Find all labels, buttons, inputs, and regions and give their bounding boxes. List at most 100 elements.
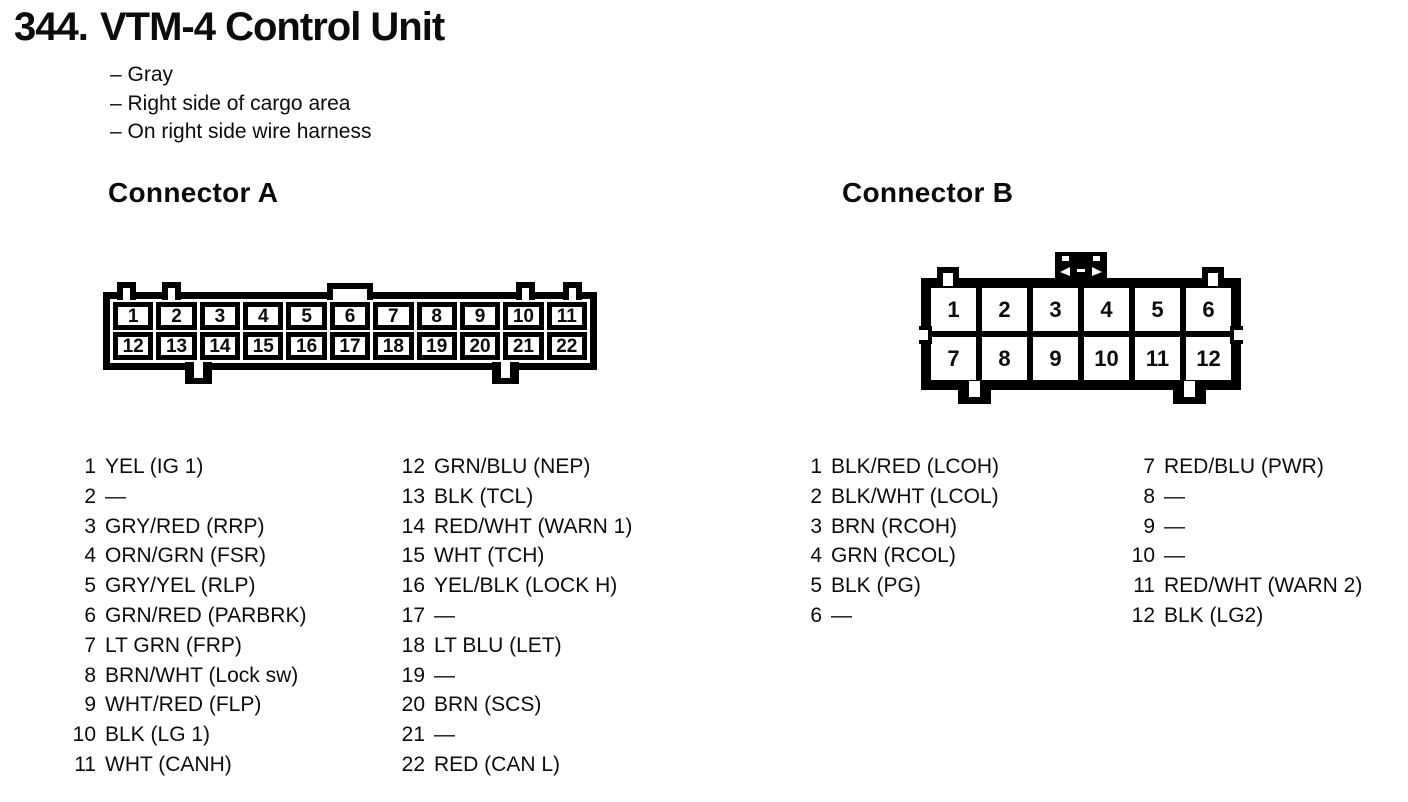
pin-cell: 7 <box>373 302 414 330</box>
pin-number: 7 <box>1143 455 1155 478</box>
pin-cell: 20 <box>459 332 501 360</box>
pin-number: 3 <box>810 514 822 538</box>
pin-cell: 12 <box>1183 334 1234 383</box>
pin-row: 21 — <box>369 720 632 750</box>
pin-number: 9 <box>84 693 96 717</box>
pin-number: 3 <box>84 514 96 538</box>
pin-number: 8 <box>1143 484 1155 508</box>
pin-cell: 16 <box>286 332 327 360</box>
page-title: VTM-4 Control Unit <box>100 5 445 49</box>
pin-label: GRN (RCOL) <box>831 544 956 568</box>
pin-label: RED/WHT (WARN 1) <box>434 514 633 538</box>
pin-number: 10 <box>1131 544 1155 568</box>
bottom-tab <box>185 362 212 384</box>
pin-row: 7 RED/BLU (PWR) <box>1099 452 1362 482</box>
pin-cell: 3 <box>1030 285 1081 334</box>
pin-label: BLK (PG) <box>831 574 921 598</box>
top-tab <box>117 282 136 300</box>
connector-b-diagram: 1 2 3 4 5 6 7 8 9 10 11 12 <box>919 251 1243 404</box>
pin-row: 6 GRN/RED (PARBRK) <box>40 601 306 631</box>
pin-label: — <box>434 723 455 747</box>
top-tab <box>1202 267 1224 286</box>
pin-number: 6 <box>84 603 96 627</box>
top-tab <box>162 282 181 300</box>
top-tab <box>937 267 959 286</box>
pin-label: LT GRN (FRP) <box>105 633 242 657</box>
pin-cell: 8 <box>416 302 457 330</box>
pin-number: 6 <box>810 603 822 627</box>
top-tab <box>563 282 582 300</box>
pin-label: WHT (CANH) <box>105 752 232 776</box>
pin-number: 11 <box>1133 574 1155 598</box>
pin-row: 5 GRY/YEL (RLP) <box>40 571 306 601</box>
pin-label: YEL/BLK (LOCK H) <box>434 574 618 598</box>
pin-cell: 8 <box>979 334 1030 383</box>
pin-cell: 18 <box>373 332 414 360</box>
pin-number: 21 <box>401 723 425 747</box>
side-notch <box>1230 326 1243 344</box>
connector-a-housing: 1 2 3 4 5 6 7 8 9 10 11 12 13 14 15 16 1… <box>103 292 597 370</box>
pin-label: BRN (SCS) <box>434 693 542 717</box>
pin-label: RED (CAN L) <box>434 752 561 776</box>
pin-number: 9 <box>1143 514 1155 538</box>
pin-cell: 4 <box>243 302 284 330</box>
pin-label: BRN/WHT (Lock sw) <box>105 663 299 687</box>
pin-cell: 12 <box>113 332 154 360</box>
pin-number: 1 <box>810 455 822 478</box>
top-tab <box>516 282 535 300</box>
pin-number: 7 <box>84 633 96 657</box>
pin-cell: 10 <box>1081 334 1132 383</box>
pin-label: RED/WHT (WARN 2) <box>1164 574 1363 598</box>
pin-cell: 11 <box>546 302 587 330</box>
pin-row: 19— <box>369 661 632 691</box>
pin-label: GRN/BLU (NEP) <box>434 455 591 478</box>
pin-number: 12 <box>1131 603 1155 627</box>
pin-row-top: 1 2 3 4 5 6 7 8 9 10 11 <box>113 302 587 330</box>
pin-number: 5 <box>84 574 96 598</box>
pin-row-bottom: 12 13 14 15 16 17 18 19 20 21 22 <box>113 332 587 360</box>
pin-cell: 19 <box>416 332 457 360</box>
connector-b-heading: Connector B <box>842 177 1014 208</box>
pin-label: — <box>1164 544 1185 568</box>
pin-number: 4 <box>84 544 96 568</box>
pin-cell: 10 <box>503 302 544 330</box>
pin-label: BLK (LG 1) <box>105 723 211 747</box>
pin-label: GRY/YEL (RLP) <box>105 574 256 598</box>
pin-number: 22 <box>401 752 425 776</box>
pin-label: LT BLU (LET) <box>434 633 562 657</box>
pin-cell: 9 <box>1030 334 1081 383</box>
pin-cell: 21 <box>503 332 544 360</box>
pin-cell: 6 <box>329 302 371 330</box>
pin-label: GRN/RED (PARBRK) <box>105 603 307 627</box>
note-line: – Right side of cargo area <box>110 91 351 115</box>
bottom-tab <box>1173 381 1206 404</box>
bottom-tab <box>492 362 519 384</box>
pin-label: — <box>105 484 126 508</box>
pin-label: WHT (TCH) <box>434 544 545 568</box>
note-line: – Gray <box>110 63 174 86</box>
connector-b-housing: 1 2 3 4 5 6 7 8 9 10 11 12 <box>921 278 1241 390</box>
pin-cell: 9 <box>459 302 501 330</box>
connector-a-diagram: 1 2 3 4 5 6 7 8 9 10 11 12 13 14 15 16 1… <box>103 282 597 384</box>
pin-label: — <box>1164 514 1185 538</box>
pin-label: YEL (IG 1) <box>105 455 204 478</box>
pin-row: 7 LT GRN (FRP) <box>40 631 306 661</box>
pin-label: RED/BLU (PWR) <box>1164 455 1324 478</box>
pin-cell: 13 <box>156 332 197 360</box>
